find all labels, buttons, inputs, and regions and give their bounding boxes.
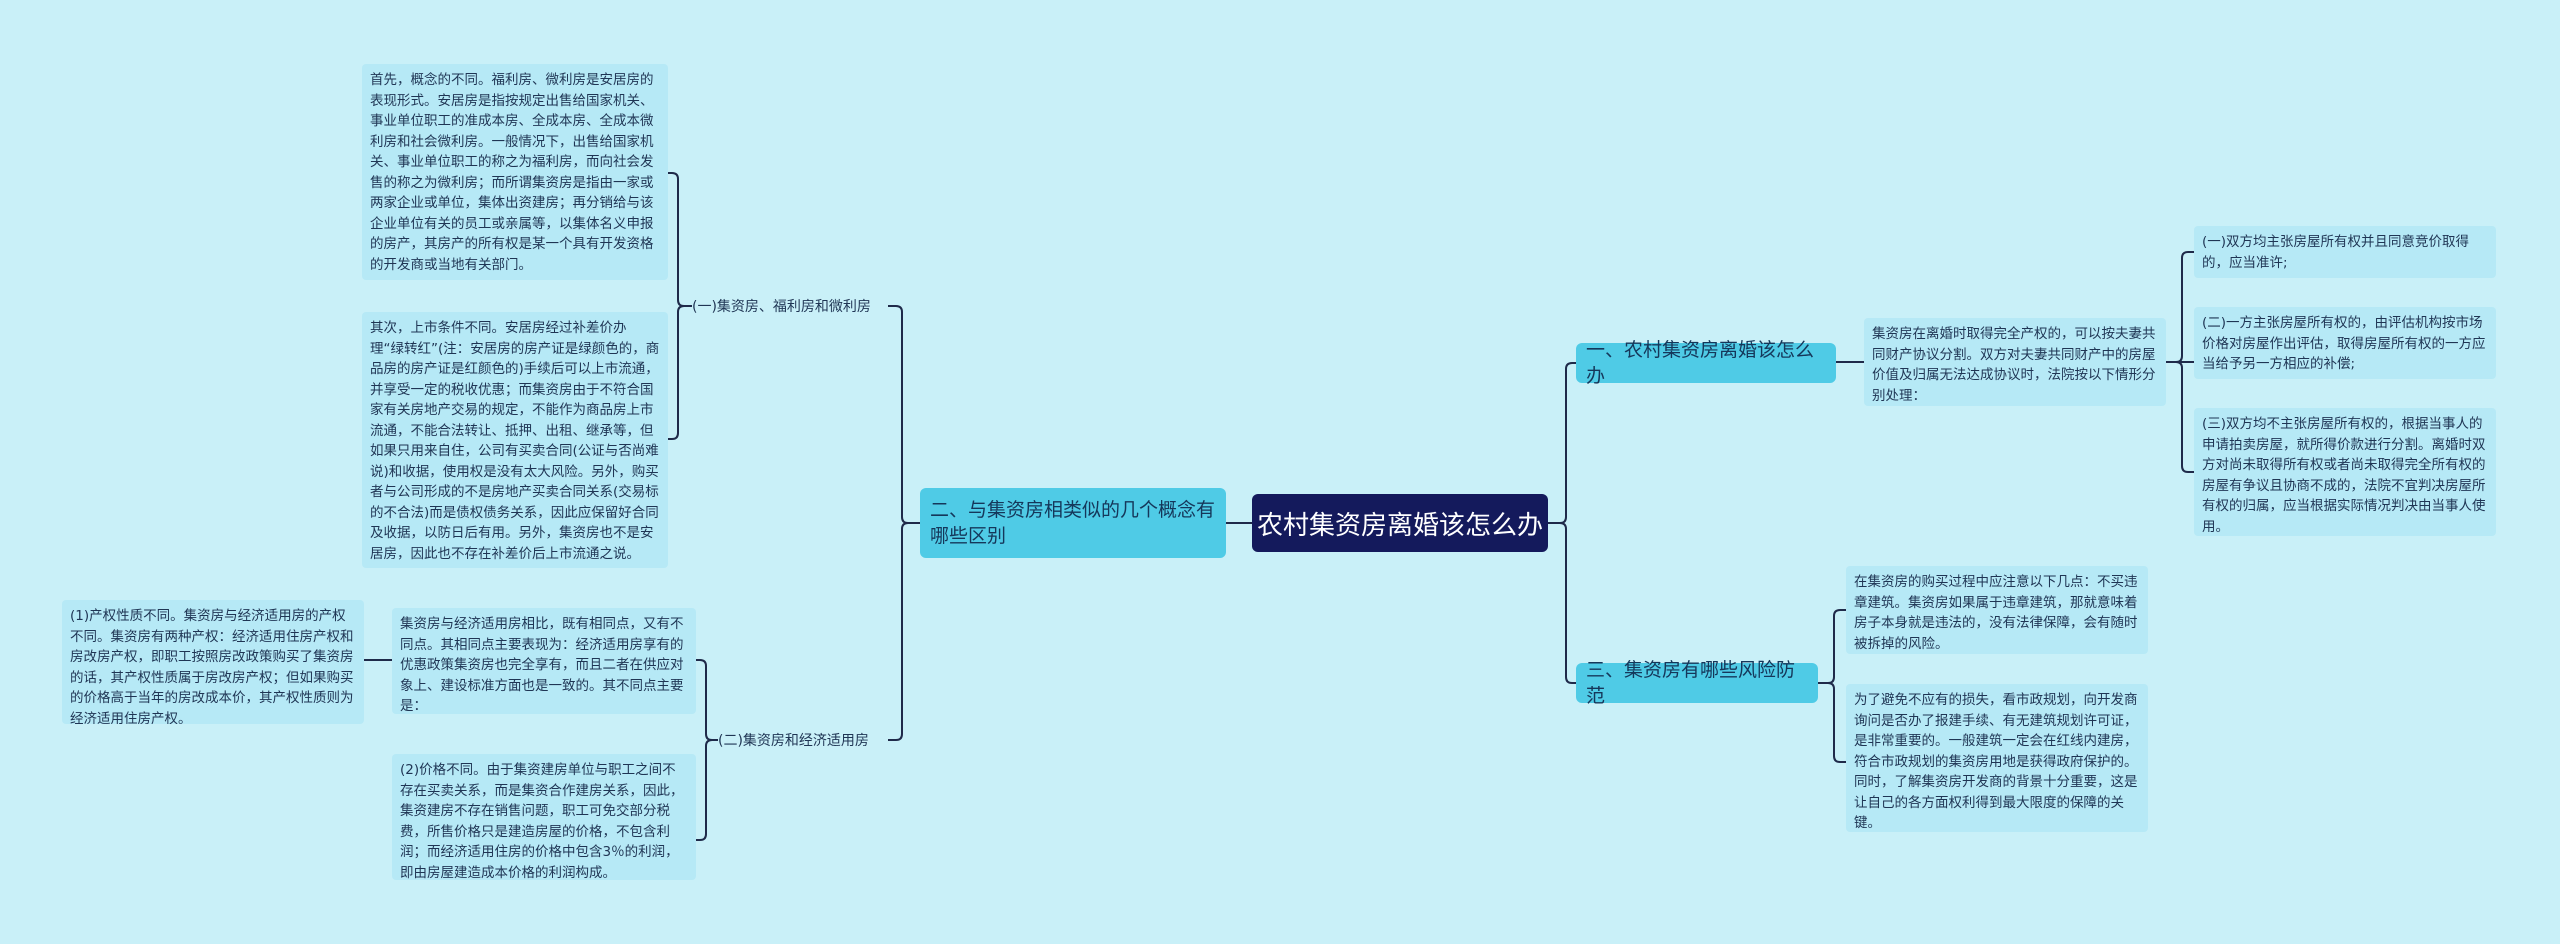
leaf-text: 其次，上市条件不同。安居房经过补差价办理“绿转红”(注：安居房的房产证是绿颜色的…	[370, 320, 660, 562]
sub-node-fuli[interactable]: (一)集资房、福利房和微利房	[692, 293, 890, 319]
branch-label: 三、集资房有哪些风险防范	[1586, 659, 1796, 707]
branch-node-1[interactable]: 一、农村集资房离婚该怎么办	[1576, 339, 1836, 387]
leaf-text: (2)价格不同。由于集资建房单位与职工之间不存在买卖关系，而是集资合作建房关系，…	[400, 762, 684, 880]
leaf-node-illegal[interactable]: 在集资房的购买过程中应注意以下几点：不买违章建筑。集资房如果属于违章建筑，那就意…	[1846, 566, 2148, 654]
root-node[interactable]: 农村集资房离婚该怎么办	[1252, 494, 1548, 552]
leaf-node-compare[interactable]: 集资房与经济适用房相比，既有相同点，又有不同点。其相同点主要表现为：经济适用房享…	[392, 608, 696, 714]
sub-label: (二)集资房和经济适用房	[718, 733, 869, 749]
leaf-node-assess[interactable]: (二)一方主张房屋所有权的，由评估机构按市场价格对房屋作出评估，取得房屋所有权的…	[2194, 307, 2496, 379]
leaf-node-planning[interactable]: 为了避免不应有的损失，看市政规划，向开发商询问是否办了报建手续、有无建筑规划许可…	[1846, 684, 2148, 832]
leaf-text: (1)产权性质不同。集资房与经济适用房的产权不同。集资房有两种产权：经济适用住房…	[70, 608, 354, 724]
leaf-text: (三)双方均不主张房屋所有权的，根据当事人的申请拍卖房屋，就所得价款进行分割。离…	[2202, 416, 2486, 535]
root-label: 农村集资房离婚该怎么办	[1256, 510, 1543, 541]
leaf-node-listing[interactable]: 其次，上市条件不同。安居房经过补差价办理“绿转红”(注：安居房的房产证是绿颜色的…	[362, 312, 668, 568]
leaf-text: 首先，概念的不同。福利房、微利房是安居房的表现形式。安居房是指按规定出售给国家机…	[370, 72, 654, 273]
leaf-node-price[interactable]: (2)价格不同。由于集资建房单位与职工之间不存在买卖关系，而是集资合作建房关系，…	[392, 754, 696, 880]
sub-label: (一)集资房、福利房和微利房	[692, 299, 871, 315]
branch-label: 一、农村集资房离婚该怎么办	[1586, 339, 1815, 387]
branch-node-3[interactable]: 三、集资房有哪些风险防范	[1576, 659, 1818, 707]
leaf-text: 为了避免不应有的损失，看市政规划，向开发商询问是否办了报建手续、有无建筑规划许可…	[1854, 692, 2138, 831]
mid-node-divorce[interactable]: 集资房在离婚时取得完全产权的，可以按夫妻共同财产协议分割。双方对夫妻共同财产中的…	[1864, 318, 2166, 406]
branch-node-2[interactable]: 二、与集资房相类似的几个概念有哪些区别	[920, 488, 1226, 558]
branch-label: 二、与集资房相类似的几个概念有哪些区别	[930, 499, 1216, 547]
leaf-text: 在集资房的购买过程中应注意以下几点：不买违章建筑。集资房如果属于违章建筑，那就意…	[1854, 574, 2138, 652]
leaf-node-concept[interactable]: 首先，概念的不同。福利房、微利房是安居房的表现形式。安居房是指按规定出售给国家机…	[362, 64, 668, 280]
leaf-text: (一)双方均主张房屋所有权并且同意竞价取得的，应当准许;	[2202, 234, 2470, 271]
leaf-text: (二)一方主张房屋所有权的，由评估机构按市场价格对房屋作出评估，取得房屋所有权的…	[2202, 315, 2486, 372]
leaf-node-bid[interactable]: (一)双方均主张房屋所有权并且同意竞价取得的，应当准许;	[2194, 226, 2496, 278]
leaf-text: 集资房在离婚时取得完全产权的，可以按夫妻共同财产协议分割。双方对夫妻共同财产中的…	[1872, 326, 2156, 404]
leaf-node-property[interactable]: (1)产权性质不同。集资房与经济适用房的产权不同。集资房有两种产权：经济适用住房…	[62, 600, 364, 724]
leaf-text: 集资房与经济适用房相比，既有相同点，又有不同点。其相同点主要表现为：经济适用房享…	[400, 616, 684, 714]
sub-node-jingji[interactable]: (二)集资房和经济适用房	[718, 727, 898, 753]
leaf-node-auction[interactable]: (三)双方均不主张房屋所有权的，根据当事人的申请拍卖房屋，就所得价款进行分割。离…	[2194, 408, 2496, 536]
